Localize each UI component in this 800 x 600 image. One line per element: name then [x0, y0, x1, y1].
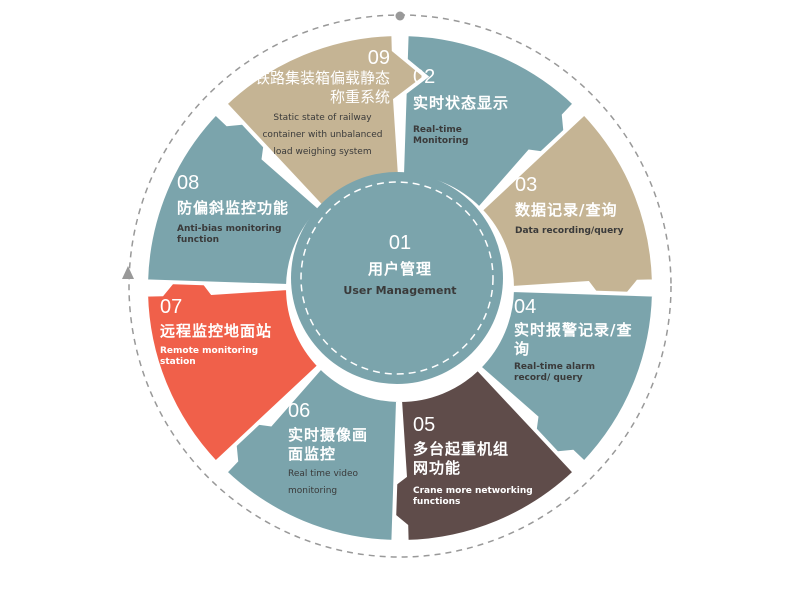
segment-title-cn: 数据记录/查询: [515, 201, 618, 219]
center-circle: [291, 172, 503, 384]
segment-number: 07: [160, 296, 183, 318]
segment-03: 03 数据记录/查询 Data recording/query: [515, 174, 655, 237]
segment-title-en: Real-time Monitoring: [413, 125, 469, 146]
segment-number: 09: [367, 47, 390, 69]
segment-title-cn: 实时摄像画面监控: [288, 426, 369, 463]
segment-number: 05: [413, 414, 436, 436]
center-dashed-ring: [300, 181, 494, 375]
segment-08: 08 防偏斜监控功能 Anti-bias monitoring function: [177, 172, 317, 246]
segment-title-en: Data recording/query: [515, 226, 624, 236]
center-label: 01 用户管理 User Management: [330, 232, 470, 296]
ring-start-dot: [395, 11, 405, 21]
segment-title-en: Crane more networking functions: [413, 486, 533, 507]
segment-title-en: Remote monitoring station: [160, 346, 259, 367]
segment-04: 04 实时报警记录/查询 Real-time alarm record/ que…: [514, 296, 634, 384]
segment-08-shape: [144, 110, 324, 289]
segment-number: 08: [177, 172, 200, 194]
segment-title-en: Anti-bias monitoring function: [177, 224, 282, 245]
segment-title-cn: 实时状态显示: [413, 94, 510, 112]
segment-03-shape: [477, 110, 656, 318]
segment-04-shape: [476, 287, 656, 466]
segment-05-shape: [370, 365, 578, 544]
segment-06-shape: [222, 364, 401, 544]
center-title-en: User Management: [343, 284, 457, 297]
ring-arrow-icon: [122, 266, 134, 279]
segment-06: 06 实时摄像画面监控 Real time video monitoring: [288, 400, 378, 500]
segment-title-cn: 实时报警记录/查询: [514, 321, 633, 358]
segment-number: 03: [515, 174, 538, 196]
segment-title-en: Real time video monitoring: [288, 469, 359, 496]
segment-number: 02: [413, 66, 436, 88]
segment-07: 07 远程监控地面站 Remote monitoring station: [160, 296, 300, 368]
center-number: 01: [388, 232, 412, 254]
segment-title-en: Static state of railway container with u…: [262, 113, 383, 157]
segment-title-cn: 铁路集装箱偏载静态称重系统: [254, 69, 390, 106]
segment-title-cn: 远程监控地面站: [160, 322, 273, 340]
segment-09: 09 铁路集装箱偏载静态称重系统 Static state of railway…: [240, 47, 390, 161]
segment-number: 06: [288, 400, 311, 422]
segment-title-cn: 多台起重机组网功能: [413, 440, 510, 477]
segment-02: 02 实时状态显示 Real-time Monitoring: [413, 66, 563, 147]
segment-title-en: Real-time alarm record/ query: [514, 362, 595, 383]
center-title-cn: 用户管理: [367, 260, 432, 278]
segment-05: 05 多台起重机组网功能 Crane more networking funct…: [413, 414, 548, 508]
segment-number: 04: [514, 296, 537, 318]
segment-title-cn: 防偏斜监控功能: [177, 199, 290, 217]
segment-07-shape: [144, 258, 323, 466]
